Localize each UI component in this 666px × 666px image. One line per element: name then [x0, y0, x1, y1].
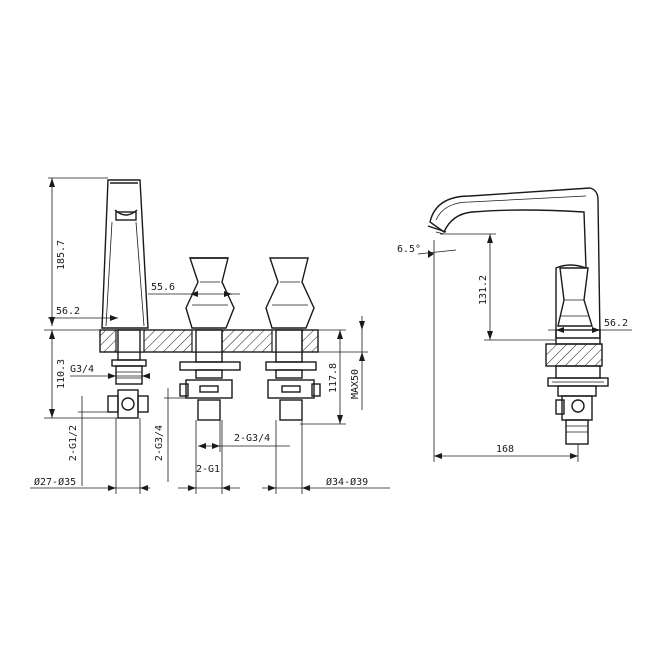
- handle-valve-left: [179, 257, 241, 421]
- label-handle-offset: 55.6: [151, 282, 175, 293]
- dim-height-total: 185.7: [48, 177, 108, 326]
- side-shank: [547, 329, 609, 445]
- side-view: 6.5° 131.2 56.2 168: [397, 187, 632, 462]
- label-valve-thread-b: 2-G3/4: [234, 433, 270, 444]
- label-outlet-thread: 2-G1/2: [68, 425, 79, 461]
- dim-side-reach: 56.2: [548, 318, 632, 333]
- dim-hole-right: Ø34-Ø39: [262, 420, 390, 494]
- dim-valve-thread-b: 2-G3/4: [198, 420, 290, 452]
- label-valve-thread-a: 2-G3/4: [154, 425, 165, 461]
- label-spout-height: 131.2: [478, 275, 489, 305]
- dim-spout-reach-left: 56.2: [48, 306, 118, 321]
- dim-spout-length: 168: [433, 262, 579, 462]
- label-spout-length: 168: [496, 444, 514, 455]
- label-hole-left: Ø27-Ø35: [34, 476, 76, 488]
- dim-valve-thread-c: 2-G1: [178, 420, 240, 494]
- front-view: 185.7 56.2 55.6 110.3: [30, 177, 390, 494]
- label-valve-thread-c: 2-G1: [196, 464, 220, 475]
- label-spout-reach-left: 56.2: [56, 306, 80, 317]
- label-side-reach: 56.2: [604, 318, 628, 329]
- label-deck-max: MAX50: [350, 369, 361, 399]
- dim-hole-left: Ø27-Ø35: [30, 418, 150, 494]
- label-height-total: 185.7: [56, 240, 67, 270]
- label-below-deck: 110.3: [56, 359, 67, 389]
- dim-spout-angle: 6.5°: [397, 240, 457, 262]
- dim-inlet-thread: G3/4: [70, 364, 150, 379]
- side-deck-section: [545, 343, 603, 367]
- spout-shank: [107, 329, 149, 419]
- spout-body: [101, 179, 149, 329]
- label-inlet-thread: G3/4: [70, 364, 94, 375]
- dim-outlet-thread: 2-G1/2: [68, 396, 108, 486]
- dim-handle-offset: 55.6: [148, 282, 240, 297]
- label-hole-right: Ø34-Ø39: [326, 476, 368, 488]
- dim-deck-max: MAX50: [318, 316, 368, 410]
- dim-spout-height: 131.2: [440, 233, 556, 341]
- dim-valve-thread-a: 2-G3/4: [154, 388, 186, 482]
- dim-shank-length: 117.8: [300, 329, 346, 425]
- label-shank-length: 117.8: [328, 363, 339, 393]
- label-spout-angle: 6.5°: [397, 244, 421, 255]
- handle-valve-right: [265, 257, 321, 421]
- side-spout: [427, 187, 601, 339]
- side-handle: [557, 267, 593, 327]
- dim-below-deck: 110.3: [44, 329, 118, 419]
